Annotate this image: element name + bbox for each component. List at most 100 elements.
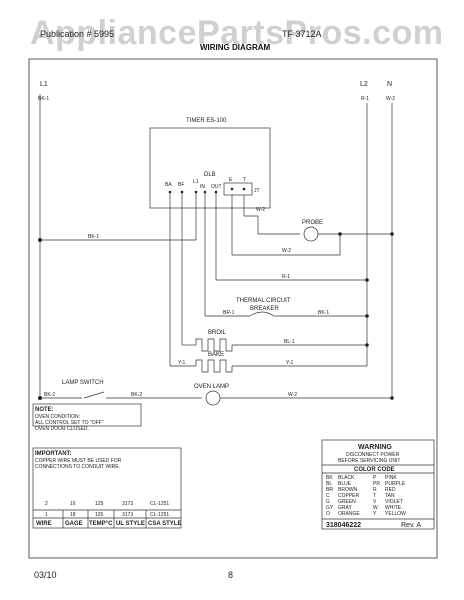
cc-row-2-color-a: BLUE (338, 481, 352, 487)
w2-mid-label: W-2 (282, 248, 291, 254)
bl1-label: BL-1 (284, 339, 295, 345)
l1-terminal-label: L1 (193, 179, 199, 185)
bk2-mid-label: BK-2 (131, 392, 142, 398)
ba-label: BA (165, 182, 172, 188)
bake-label: BAKE (208, 352, 224, 358)
thermal-breaker-symbol (249, 311, 275, 317)
important-line-1: COPPER WIRE MUST BE USED FOR (35, 458, 122, 464)
cc-row-6-color-a: GRAY (338, 505, 352, 511)
important-line-2: CONNECTIONS TO CONDUIT WIRE. (35, 464, 120, 470)
wire-row-1-ul: 3173 (122, 501, 133, 507)
w2-lamp-label: W-2 (288, 392, 297, 398)
out-label: OUT (211, 184, 222, 190)
note-line-3: OVEN DOOR CLOSED. (35, 426, 89, 432)
broil-label: BROIL (208, 330, 227, 336)
timer-box (149, 127, 271, 209)
in-label: IN (200, 184, 205, 190)
r1-top-label: R-1 (361, 96, 369, 102)
cc-row-3-color-b: RED (385, 487, 396, 493)
bk1-mid-label: BK-1 (88, 234, 99, 240)
thermal-circuit-label: THERMAL CIRCUIT (236, 298, 291, 304)
watermark: AppliancePartsPros.com (30, 14, 444, 52)
w2-top-label: W-2 (386, 96, 395, 102)
wire-header-ul: UL STYLE (116, 521, 145, 527)
cc-row-2-abbr-b: PR (373, 481, 380, 487)
warning-title: WARNING (358, 444, 392, 451)
footer-page-number: 8 (228, 570, 234, 580)
cc-row-4-color-a: COPPER (338, 493, 360, 499)
bk1-right-label: BK-1 (318, 310, 329, 316)
important-title: IMPORTANT: (35, 451, 72, 457)
wire-row-2-gage: 18 (70, 512, 76, 518)
bk2-left-label: BK-2 (44, 392, 55, 398)
bk1-top-label: BK-1 (38, 96, 49, 102)
warning-box (321, 439, 435, 530)
probe-return-wire (232, 233, 341, 256)
color-code-table: BK BLACK P PINK BL BLUE PR PURPLE BR BRO… (326, 475, 406, 517)
wire-table-box (32, 447, 182, 529)
wire-header-temp: TEMP°C (89, 521, 113, 527)
wire-row-1-temp: 125 (95, 501, 104, 507)
oven-lamp-label: OVEN LAMP (194, 384, 229, 390)
l2-label: L2 (360, 81, 368, 88)
wire-row-2-ul: 3173 (122, 512, 133, 518)
cc-row-1-abbr-b: P (373, 475, 377, 481)
probe-symbol (303, 226, 319, 242)
cc-row-3-color-a: BROWN (338, 487, 358, 493)
cc-row-4-abbr-a: C (326, 493, 330, 499)
cc-row-5-color-b: VIOLET (385, 499, 403, 505)
diagram-frame (28, 58, 438, 559)
oven-lamp-symbol (205, 390, 221, 406)
lamp-switch-label: LAMP SWITCH (62, 380, 104, 386)
note-box (32, 403, 142, 427)
revision: Rev. A (401, 522, 421, 529)
cc-row-2-color-b: PURPLE (385, 481, 406, 487)
timer-terminal-block (223, 182, 253, 196)
cc-row-5-color-a: GREEN (338, 499, 356, 505)
t-label: T (243, 177, 246, 183)
br1-label: BR-1 (223, 310, 235, 316)
note-line-2: ALL CONTROL SET TO "OFF" (35, 420, 104, 426)
neutral-label: N (387, 81, 392, 88)
wire-header-gage: GAGE (65, 521, 83, 527)
y1-right-label: Y-1 (286, 360, 294, 366)
bake-element-symbol (195, 359, 233, 373)
part-number: 318046222 (326, 522, 361, 529)
breaker-label: BREAKER (250, 306, 279, 312)
dlb-label: DLB (204, 172, 216, 178)
timer-label: TIMER ES-100 (186, 118, 227, 124)
l1-label: L1 (40, 81, 48, 88)
wire-row-1-gage: 16 (70, 501, 76, 507)
cc-row-4-abbr-b: T (373, 493, 376, 499)
footer-date: 03/10 (34, 570, 57, 580)
cc-row-1-abbr-a: BK (326, 475, 333, 481)
model-number: TF 3712A (282, 29, 322, 39)
note-title: NOTE: (35, 407, 54, 413)
cc-row-4-color-b: TAN (385, 493, 395, 499)
wire-row-2-temp: 125 (95, 512, 104, 518)
wire-row-1-wire: 2 (45, 501, 48, 507)
jt-label: JT (254, 188, 260, 194)
warning-line-1: DISCONNECT POWER (346, 452, 400, 458)
cc-row-6-abbr-b: W (373, 505, 378, 511)
note-line-1: OVEN CONDITION: (35, 414, 80, 420)
cc-row-1-color-a: BLACK (338, 475, 355, 481)
probe-wire-left (244, 215, 300, 235)
r1-mid-label: R-1 (282, 274, 290, 280)
warning-line-2: BEFORE SERVICING UNIT (338, 458, 400, 464)
cc-row-7-color-a: ORANGE (338, 511, 360, 517)
e-label: E (229, 177, 233, 183)
broil-element-symbol (195, 338, 233, 352)
cc-row-5-abbr-a: G (326, 499, 330, 505)
wire-row-1-csa: CL-1251 (150, 501, 169, 507)
wire-header-csa: CSA STYLE (148, 521, 181, 527)
cc-row-1-color-b: PINK (385, 475, 397, 481)
cc-row-7-color-b: YELLOW (385, 511, 406, 517)
bf-label: BF (178, 182, 184, 188)
cc-row-2-abbr-a: BL (326, 481, 332, 487)
w2-probe-label: W-2 (256, 207, 265, 213)
publication-number: Publication # 5995 (40, 29, 115, 39)
cc-row-5-abbr-b: V (373, 499, 377, 505)
cc-row-7-abbr-a: O (326, 511, 330, 517)
